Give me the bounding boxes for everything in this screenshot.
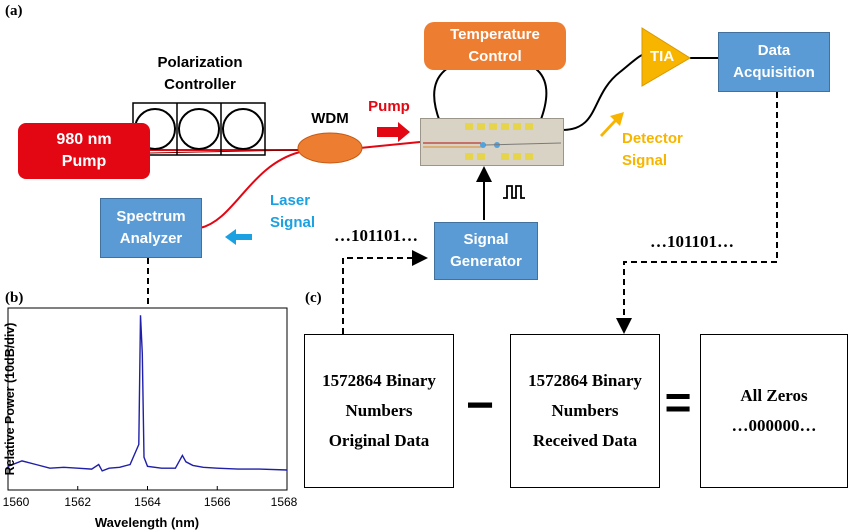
pc-loop-2 — [178, 108, 220, 150]
laser-signal-arrow-icon — [225, 229, 252, 245]
photonic-chip — [420, 118, 564, 166]
panel-label-c: (c) — [305, 290, 322, 306]
bits-right-label: …101101… — [650, 232, 735, 251]
spectrum-plot: 1560 1562 1564 1566 1568 Wavelength (nm) Rel… — [3, 307, 298, 530]
original-to-siggen-dashed — [342, 250, 428, 334]
pc-frame — [132, 102, 266, 156]
pump-source: 980 nm Pump — [18, 123, 150, 179]
pulse-icon — [503, 185, 525, 199]
tia-triangle — [641, 27, 691, 87]
pump-arrow-icon — [377, 122, 410, 142]
plot-area — [7, 307, 288, 491]
pc-loop-3 — [222, 108, 264, 150]
x-tick-label: 1560 — [3, 495, 30, 509]
daq-to-received-dashed — [616, 92, 778, 334]
tia-label: TIA — [650, 48, 675, 65]
result-box: All Zeros …000000… — [700, 334, 848, 488]
received-data-box: 1572864 Binary Numbers Received Data — [510, 334, 660, 488]
pump-fiber-shadow — [149, 149, 301, 154]
laser-signal-label: Laser Signal — [270, 192, 316, 231]
detector-signal-arrow-icon — [600, 112, 624, 137]
wdm-coupler — [297, 132, 363, 164]
original-data-box: 1572864 Binary Numbers Original Data — [304, 334, 454, 488]
chip-tia-fiber — [561, 54, 643, 131]
x-tick-label: 1562 — [64, 495, 91, 509]
wdm-chip-fiber — [359, 141, 421, 149]
wdm-label: WDM — [311, 110, 349, 127]
minus-sign: − — [465, 379, 495, 432]
chip-layout-icon — [423, 123, 562, 160]
signal-generator-box: Signal Generator — [434, 222, 538, 280]
x-tick-label: 1566 — [204, 495, 231, 509]
y-axis-label: Relative Power (10dB/div) — [3, 323, 17, 476]
polarization-controller-label: Polarization Controller — [157, 54, 243, 93]
x-tick-label: 1564 — [134, 495, 161, 509]
signal-generator-label: Signal Generator — [434, 222, 538, 280]
data-acquisition-label: Data Acquisition — [718, 32, 830, 92]
bits-left-label: …101101… — [334, 226, 419, 245]
detector-signal-label: Detector Signal — [622, 130, 683, 169]
x-tick-label: 1568 — [271, 495, 298, 509]
data-acquisition-box: Data Acquisition — [718, 32, 830, 92]
panel-label-b: (b) — [5, 290, 24, 306]
spectrum-trace — [7, 315, 288, 472]
pump-label: Pump — [368, 98, 410, 115]
temperature-control-box: Temperature Control — [424, 22, 566, 70]
equals-sign: = — [664, 376, 692, 428]
spectrum-analyzer-label: Spectrum Analyzer — [100, 198, 202, 258]
spectrum-analyzer-box: Spectrum Analyzer — [100, 198, 202, 258]
panel-label-a: (a) — [5, 3, 23, 19]
x-axis-label: Wavelength (nm) — [95, 515, 199, 530]
wdm-sa-fiber — [199, 151, 301, 229]
